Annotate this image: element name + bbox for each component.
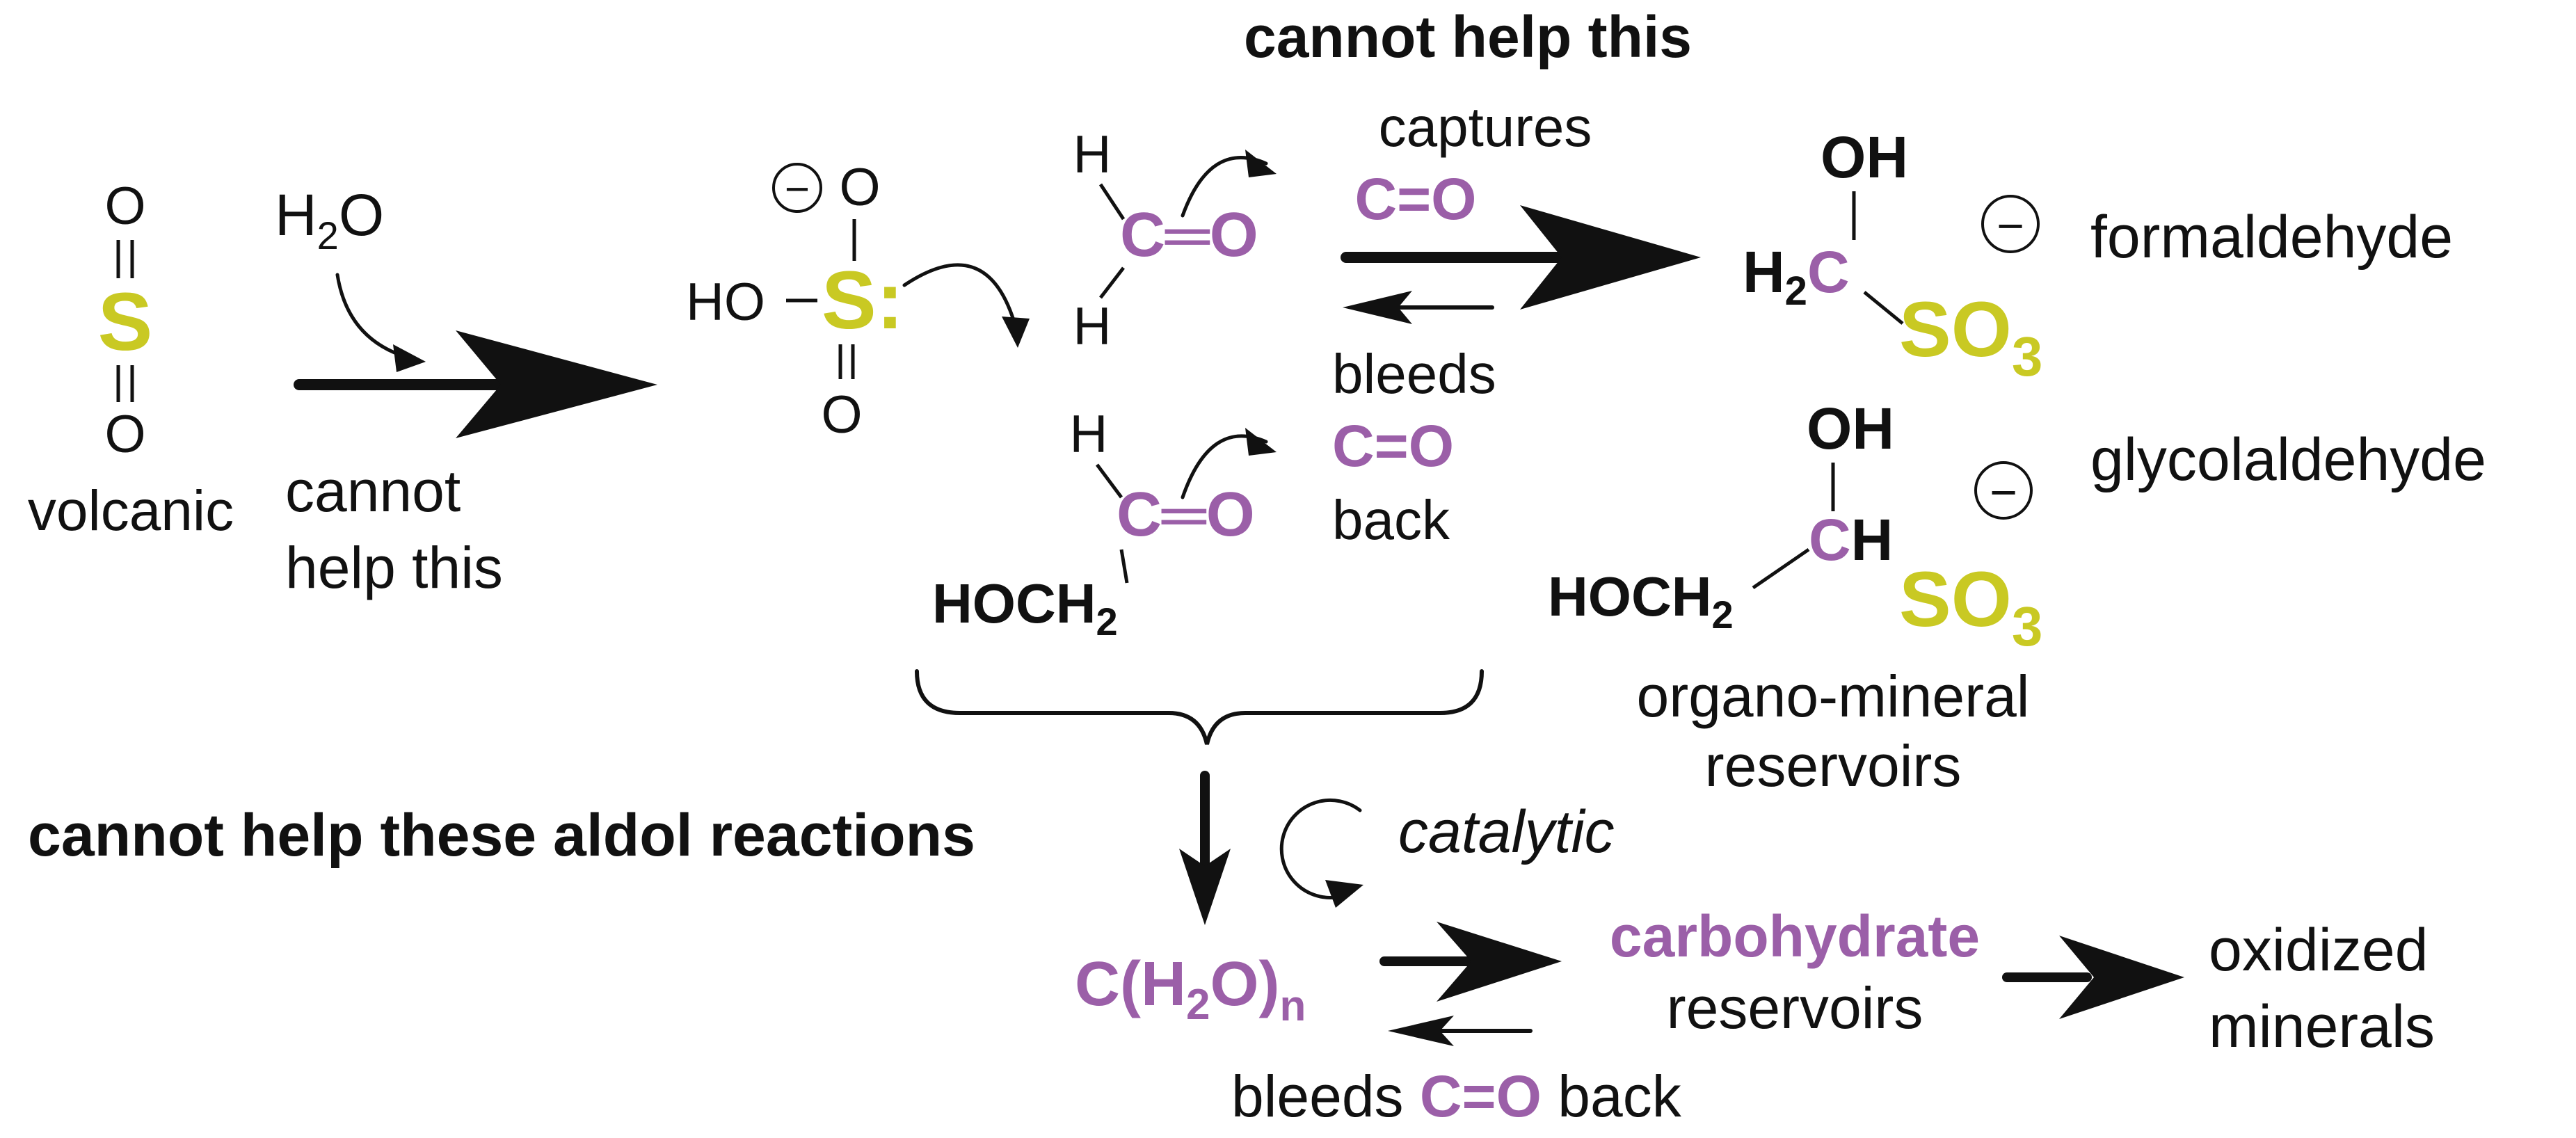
captures-label: captures bbox=[1379, 96, 1592, 158]
adduct-g-name: glycolaldehyde bbox=[2090, 426, 2486, 493]
bleeds-label: bleeds bbox=[1332, 343, 1496, 405]
carbohydrate-equilibrium: carbohydrate reservoirs bleeds C=O back bbox=[1231, 904, 1980, 1129]
oxidized-line1: oxidized bbox=[2209, 917, 2429, 984]
organo-mineral-line1: organo-mineral bbox=[1637, 664, 2030, 729]
aldol-label: cannot help these aldol reactions bbox=[28, 802, 975, 869]
carbohydrate-label: carbohydrate bbox=[1610, 904, 1980, 969]
adduct-f-name: formaldehyde bbox=[2090, 204, 2453, 271]
adduct-g-ch: CH bbox=[1809, 507, 1893, 572]
sulfur-dioxide: O S O volcanic bbox=[28, 177, 234, 543]
adduct-g-oh: OH bbox=[1807, 396, 1894, 461]
adduct-g-so3: SO3 bbox=[1899, 556, 2042, 657]
hydration-arrowhead bbox=[456, 330, 657, 438]
adduct-f-oh: OH bbox=[1821, 125, 1908, 190]
glycolaldehyde-h-top: H bbox=[1070, 405, 1108, 464]
so2-oxygen-bottom: O bbox=[104, 405, 145, 464]
adduct-f-charge: − bbox=[1997, 200, 2024, 253]
bleeds-carbonyl: C=O bbox=[1332, 413, 1454, 479]
carbohydrate-bleeds: bleeds C=O back bbox=[1231, 1064, 1682, 1129]
capture-equilibrium: captures C=O bleeds C=O back bbox=[1332, 96, 1701, 551]
aldol-step: cannot help these aldol reactions cataly… bbox=[28, 771, 1615, 925]
carbohydrate-forward-arrowhead bbox=[1437, 922, 1562, 1002]
carbohydrate-reservoirs: reservoirs bbox=[1667, 975, 1923, 1041]
oxidation-step: oxidized minerals bbox=[2002, 917, 2435, 1060]
bisulfite-charge: − bbox=[785, 166, 810, 214]
oxidation-arrowhead bbox=[2059, 936, 2184, 1019]
formaldehyde-carbonyl: C═O bbox=[1120, 200, 1258, 270]
grouping-brace bbox=[915, 669, 1484, 745]
hydration-note-line2: help this bbox=[285, 535, 503, 600]
bisulfite-sulfur: S: bbox=[822, 255, 904, 346]
adduct-g-hoch2: HOCH2 bbox=[1548, 566, 1734, 636]
glycolaldehyde-hoch2: HOCH2 bbox=[932, 572, 1118, 643]
capture-forward-arrowhead bbox=[1520, 205, 1701, 310]
bisulfite-ho: HO bbox=[686, 273, 765, 332]
formaldehyde-h-bottom: H bbox=[1073, 297, 1112, 356]
so2-sulfur: S bbox=[98, 276, 153, 368]
back-label: back bbox=[1332, 489, 1450, 551]
hydration-note-line1: cannot bbox=[285, 458, 461, 524]
carbohydrate-formula: C(H2O)n bbox=[1075, 949, 1306, 1030]
aldol-arrowhead bbox=[1179, 849, 1231, 925]
glycolaldehyde-reactant: H C═O HOCH2 bbox=[932, 405, 1277, 643]
hydration-step: H2O cannot help this bbox=[275, 182, 657, 600]
formaldehyde-adduct: OH H2C SO3 − formaldehyde bbox=[1743, 125, 2453, 387]
adduct-g-charge: − bbox=[1990, 466, 2017, 519]
carbohydrate-back-arrowhead bbox=[1388, 1016, 1454, 1046]
title: cannot help this bbox=[1244, 4, 1692, 70]
bisulfite-oxygen-bottom: O bbox=[821, 385, 862, 444]
adduct-f-h2c: H2C bbox=[1743, 239, 1850, 314]
organo-mineral-line2: reservoirs bbox=[1705, 733, 1962, 799]
captures-carbonyl: C=O bbox=[1354, 166, 1476, 232]
bleed-back-arrowhead bbox=[1343, 291, 1412, 324]
bisulfite: − O HO S: O bbox=[686, 158, 1030, 444]
formaldehyde-reactant: H C═O H bbox=[1073, 125, 1277, 356]
bisulfite-oxygen-top: O bbox=[839, 158, 880, 217]
adduct-f-so3: SO3 bbox=[1899, 286, 2042, 387]
water-reagent: H2O bbox=[275, 182, 384, 257]
glycolaldehyde-adduct: OH CH HOCH2 SO3 − glycolaldehyde bbox=[1548, 396, 2486, 657]
oxidized-line2: minerals bbox=[2209, 993, 2435, 1060]
so2-oxygen-top: O bbox=[104, 177, 145, 236]
catalytic-label: catalytic bbox=[1398, 799, 1615, 865]
volcanic-label: volcanic bbox=[28, 479, 234, 543]
formaldehyde-h-top: H bbox=[1073, 125, 1112, 184]
